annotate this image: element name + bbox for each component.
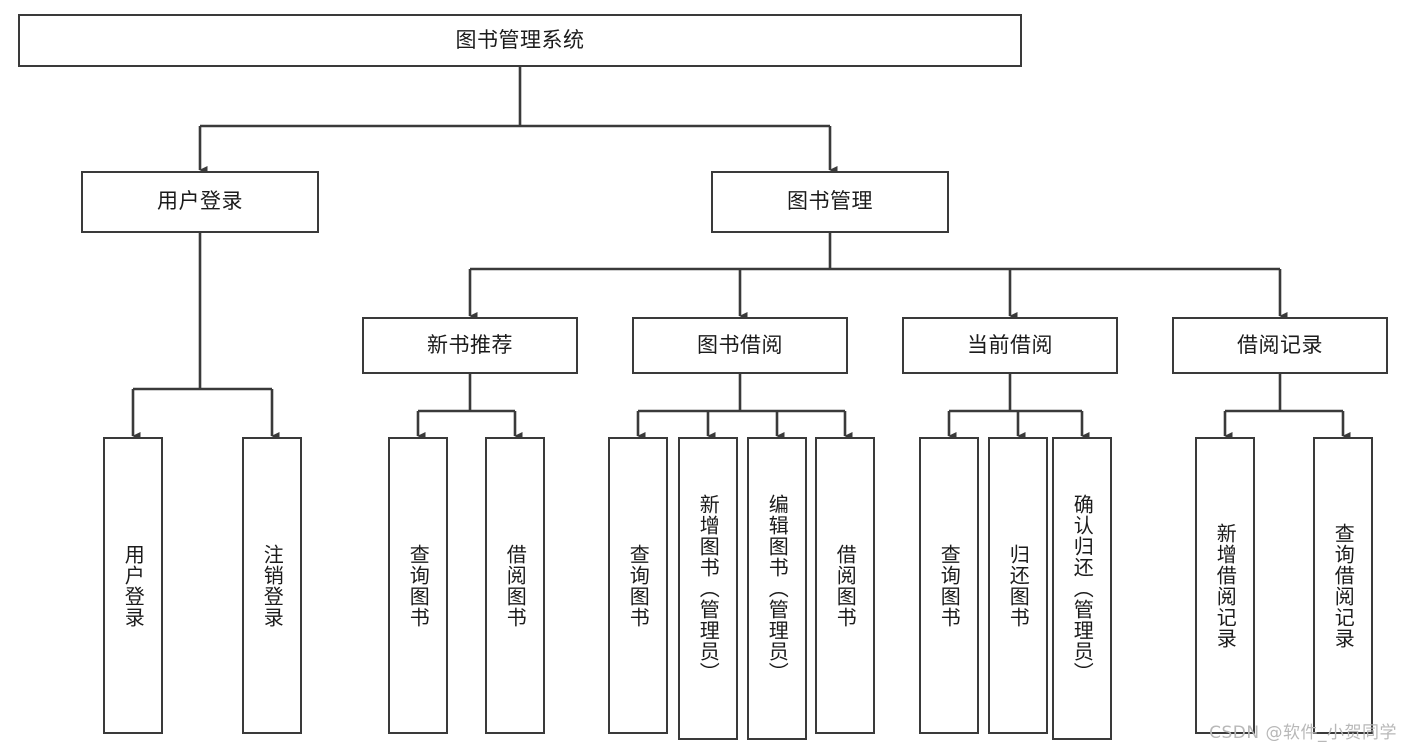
node-book-borrow[interactable]: 图书借阅	[632, 317, 848, 374]
node-label: 归还图书	[1006, 543, 1031, 628]
node-label: 用户登录	[121, 543, 146, 628]
node-leaf-query-record[interactable]: 查询借阅记录	[1313, 437, 1373, 734]
node-leaf-query-book-3[interactable]: 查询图书	[919, 437, 979, 734]
node-leaf-logout[interactable]: 注销登录	[242, 437, 302, 734]
node-label: 图书管理	[787, 189, 873, 214]
node-leaf-edit-book[interactable]: 编辑图书（管理员）	[747, 437, 807, 740]
node-label: 新增借阅记录	[1213, 522, 1238, 649]
node-label: 查询图书	[626, 543, 651, 628]
node-label: 查询图书	[406, 543, 431, 628]
node-root[interactable]: 图书管理系统	[18, 14, 1022, 67]
node-label: 查询借阅记录	[1331, 522, 1356, 649]
node-label: 借阅记录	[1237, 332, 1323, 357]
node-label: 注销登录	[260, 543, 285, 628]
node-label: 编辑图书（管理员）	[765, 494, 790, 683]
node-label: 确认归还（管理员）	[1070, 494, 1095, 683]
node-label: 图书管理系统	[455, 27, 585, 52]
node-leaf-add-book[interactable]: 新增图书（管理员）	[678, 437, 738, 740]
node-label: 图书借阅	[697, 332, 783, 357]
node-label: 借阅图书	[503, 543, 528, 628]
node-current-borrow[interactable]: 当前借阅	[902, 317, 1118, 374]
node-label: 用户登录	[157, 189, 243, 214]
csdn-watermark: CSDN @软件_小贺同学	[1209, 723, 1397, 743]
node-label: 借阅图书	[833, 543, 858, 628]
node-leaf-borrow-book-1[interactable]: 借阅图书	[485, 437, 545, 734]
node-leaf-user-login[interactable]: 用户登录	[103, 437, 163, 734]
node-book-manage[interactable]: 图书管理	[711, 171, 949, 233]
node-label: 新书推荐	[427, 332, 513, 357]
node-borrow-record[interactable]: 借阅记录	[1172, 317, 1388, 374]
node-label: 新增图书（管理员）	[696, 494, 721, 683]
node-new-book-rec[interactable]: 新书推荐	[362, 317, 578, 374]
node-label: 当前借阅	[967, 332, 1053, 357]
node-leaf-return-book[interactable]: 归还图书	[988, 437, 1048, 734]
node-user-login[interactable]: 用户登录	[81, 171, 319, 233]
node-leaf-confirm-return[interactable]: 确认归还（管理员）	[1052, 437, 1112, 740]
node-leaf-add-record[interactable]: 新增借阅记录	[1195, 437, 1255, 734]
node-label: 查询图书	[937, 543, 962, 628]
node-leaf-borrow-book-2[interactable]: 借阅图书	[815, 437, 875, 734]
node-leaf-query-book-2[interactable]: 查询图书	[608, 437, 668, 734]
node-leaf-query-book-1[interactable]: 查询图书	[388, 437, 448, 734]
